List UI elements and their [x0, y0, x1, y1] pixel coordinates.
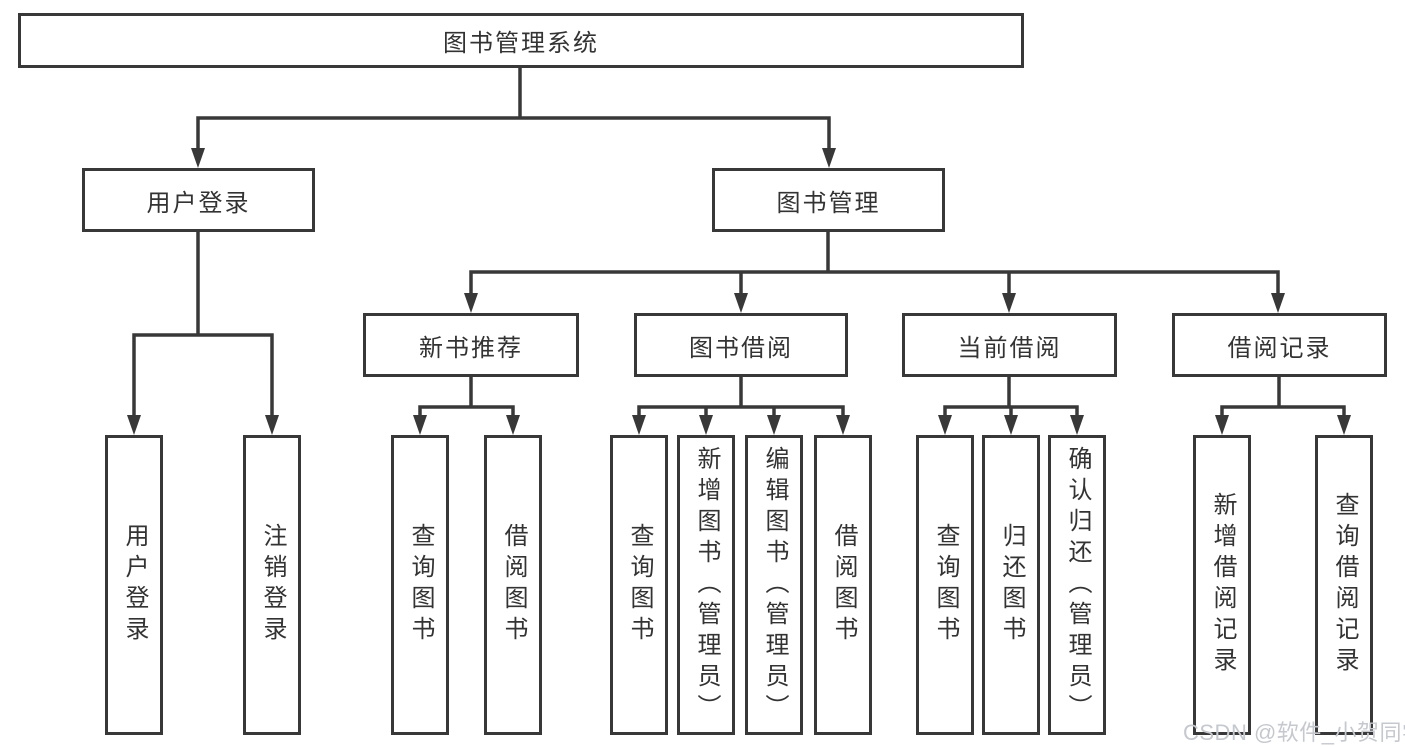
connector-book-management-to-level2 — [469, 230, 1280, 297]
node-borrow-record: 借阅记录 — [1172, 313, 1387, 377]
node-book-borrow: 图书借阅 — [634, 313, 848, 377]
arrow-down-icon — [464, 293, 478, 313]
arrow-down-icon — [767, 415, 781, 435]
arrow-down-icon — [1002, 293, 1016, 313]
node-user-login: 用户登录 — [82, 168, 315, 232]
connector-recommend-to-leaves — [418, 375, 515, 420]
connector-user-login-to-leaves — [132, 230, 274, 420]
node-book-management: 图书管理 — [712, 168, 945, 232]
arrow-down-icon — [265, 415, 279, 435]
arrow-down-icon — [1215, 415, 1229, 435]
leaf-record-add: 新增借阅记录 — [1193, 435, 1251, 735]
arrow-down-icon — [127, 415, 141, 435]
arrow-down-icon — [506, 415, 520, 435]
arrow-down-icon — [938, 415, 952, 435]
leaf-current-return-book: 归还图书 — [982, 435, 1040, 735]
arrow-down-icon — [191, 148, 205, 168]
connector-root-to-level1 — [196, 66, 831, 152]
leaf-recommend-query-book: 查询图书 — [391, 435, 449, 735]
arrow-down-icon — [836, 415, 850, 435]
arrow-down-icon — [822, 148, 836, 168]
leaf-borrow-add-book-admin: 新增图书（管理员） — [677, 435, 735, 735]
node-new-book-recommend: 新书推荐 — [363, 313, 579, 377]
node-root: 图书管理系统 — [18, 13, 1024, 68]
arrow-down-icon — [632, 415, 646, 435]
leaf-current-query-book: 查询图书 — [916, 435, 974, 735]
leaf-borrow-query-book: 查询图书 — [610, 435, 668, 735]
arrow-down-icon — [1070, 415, 1084, 435]
connector-borrow-to-leaves — [637, 375, 845, 420]
arrow-down-icon — [1337, 415, 1351, 435]
arrowheads — [127, 148, 1351, 435]
leaf-user-login: 用户登录 — [105, 435, 163, 735]
leaf-borrow-edit-book-admin: 编辑图书（管理员） — [745, 435, 803, 735]
leaf-logout: 注销登录 — [243, 435, 301, 735]
arrow-down-icon — [1271, 293, 1285, 313]
leaf-borrow-borrow-book: 借阅图书 — [814, 435, 872, 735]
csdn-watermark: CSDN @软件_小贺同学 — [1183, 720, 1405, 745]
node-current-borrow: 当前借阅 — [902, 313, 1117, 377]
connector-records-to-leaves — [1220, 375, 1346, 420]
arrow-down-icon — [734, 293, 748, 313]
arrow-down-icon — [1004, 415, 1018, 435]
connector-current-to-leaves — [943, 375, 1079, 420]
arrow-down-icon — [413, 415, 427, 435]
leaf-recommend-borrow-book: 借阅图书 — [484, 435, 542, 735]
arrow-down-icon — [699, 415, 713, 435]
leaf-record-query: 查询借阅记录 — [1315, 435, 1373, 735]
leaf-current-confirm-return-admin: 确认归还（管理员） — [1048, 435, 1106, 735]
